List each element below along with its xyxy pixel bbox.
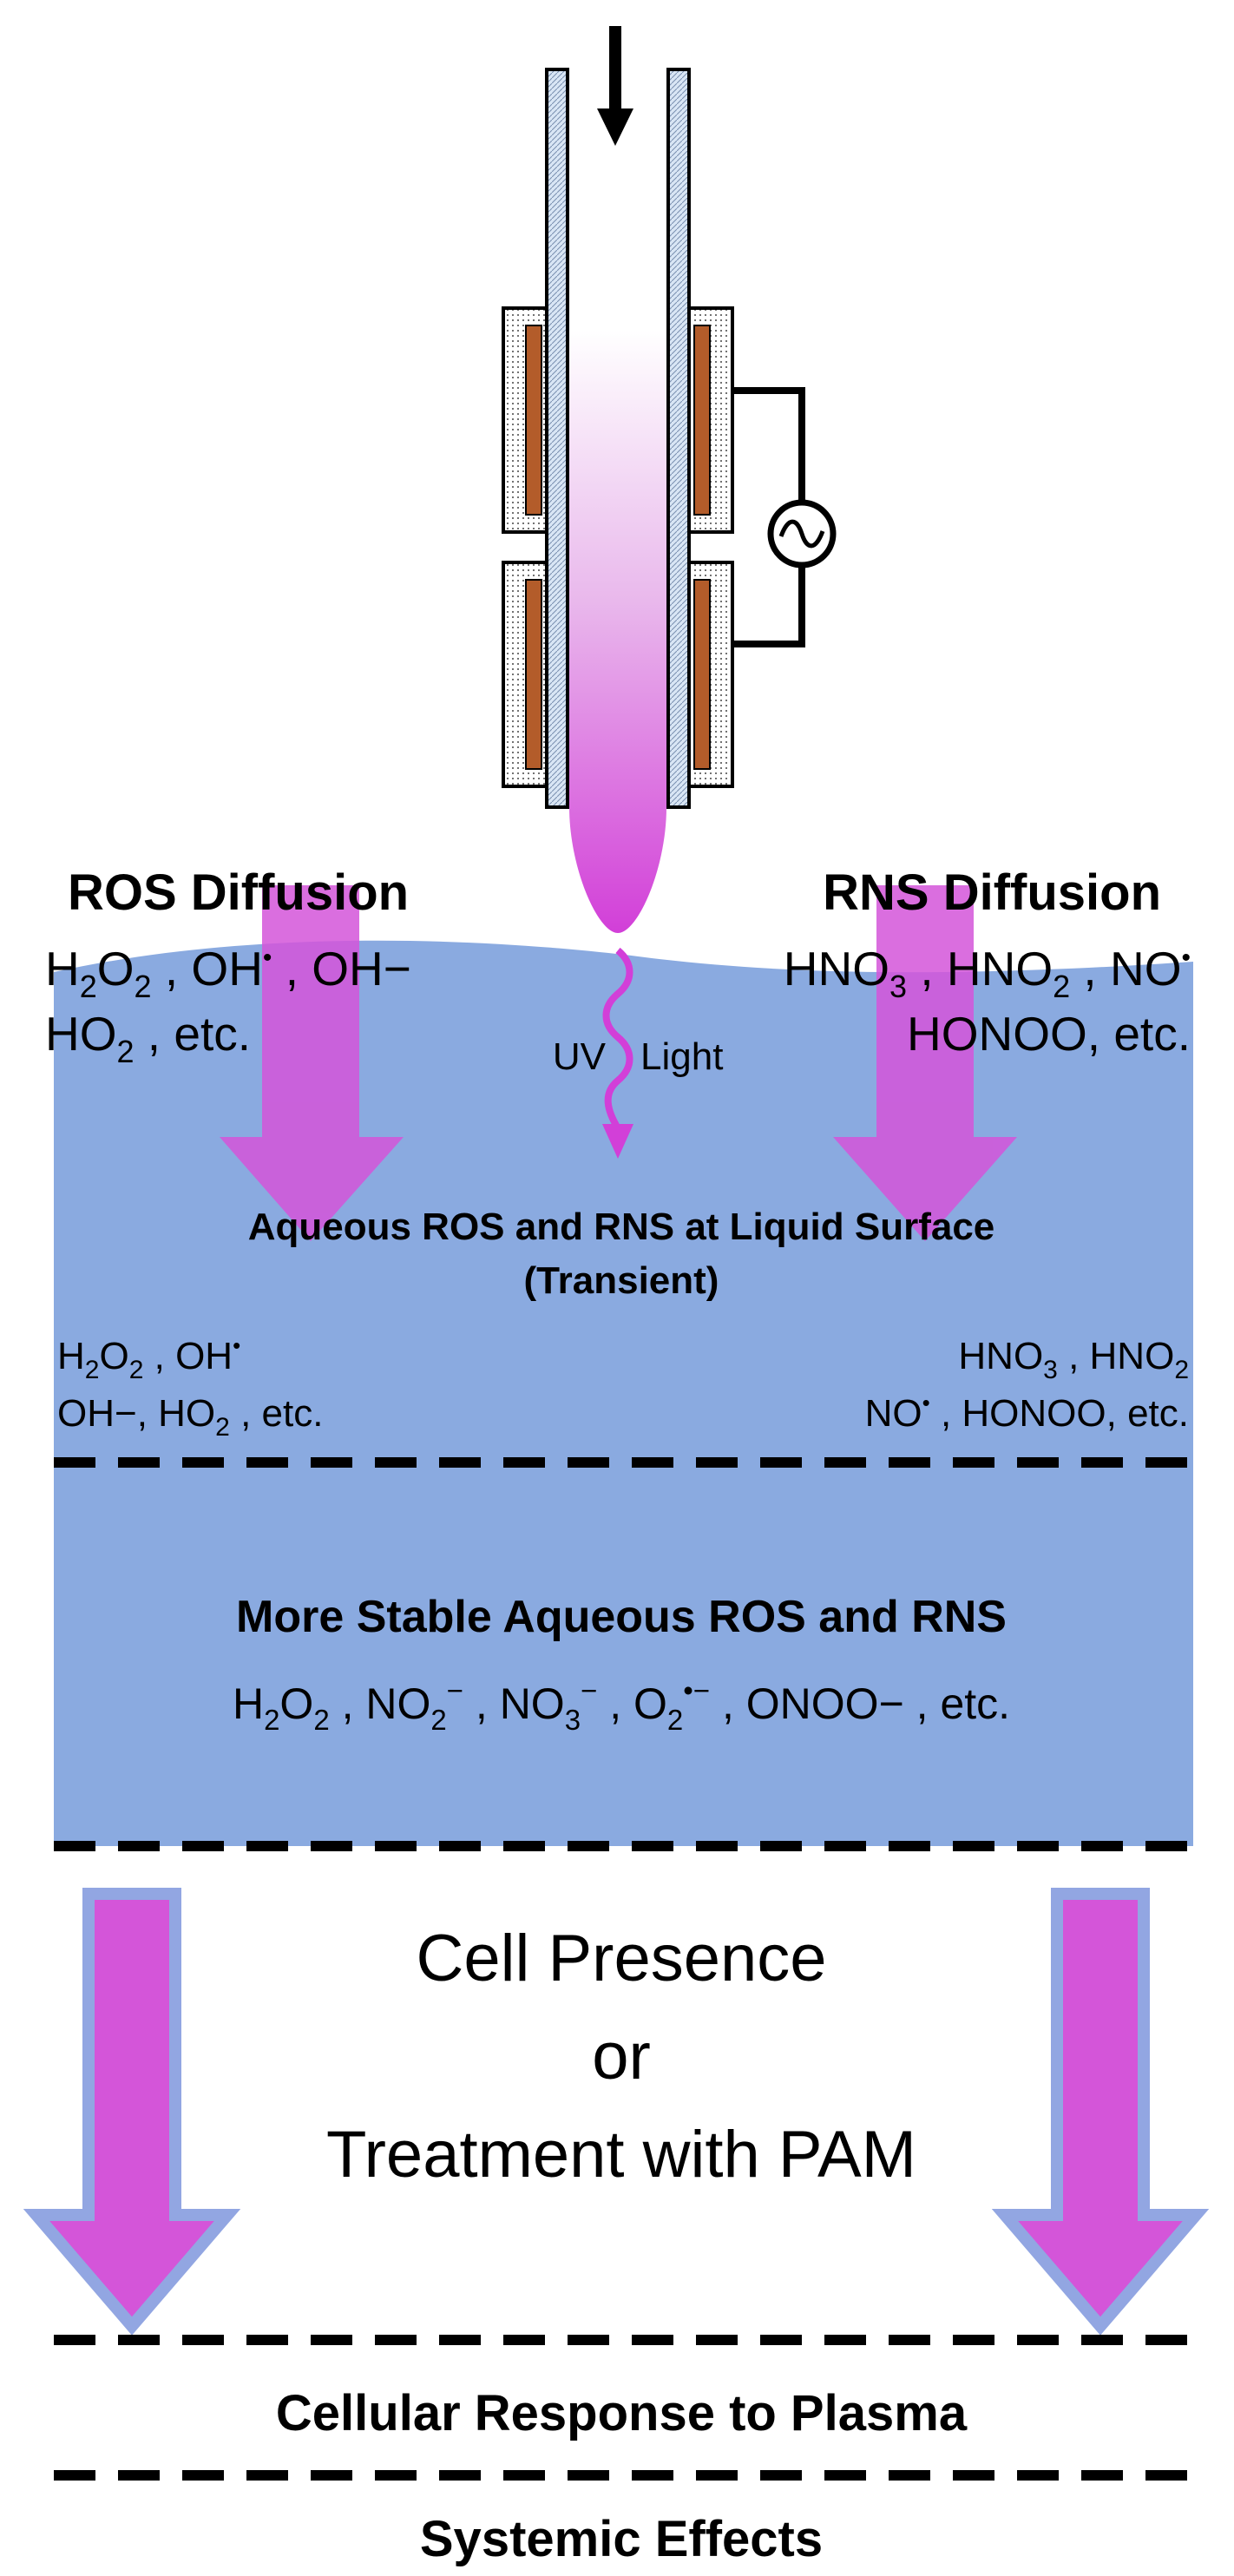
systemic-effects-text: Systemic Effects [420, 2511, 823, 2567]
tube-wall-left [545, 68, 569, 809]
surface-subtitle: (Transient) [524, 1259, 719, 1302]
circuit-wire [732, 387, 805, 503]
rns-diffusion-arrow [833, 885, 1017, 1241]
or-text: or [592, 2020, 651, 2093]
ros-species-line-2: HO2 , etc. [45, 1007, 251, 1069]
surface-ros-line-2: OH−, HO2 , etc. [57, 1392, 323, 1442]
ros-diffusion-title: ROS Diffusion [68, 864, 409, 921]
surface-rns-line-2: NO• , HONOO, etc. [865, 1390, 1189, 1435]
treatment-pam-text: Treatment with PAM [326, 2118, 916, 2192]
ros-diffusion-arrow [220, 885, 404, 1241]
electrode-left-bottom [525, 579, 542, 770]
light-label: Light [640, 1035, 723, 1078]
tube-wall-right [666, 68, 691, 809]
uv-label: UV [553, 1035, 607, 1078]
rns-species-line-2: HONOO, etc. [907, 1007, 1191, 1061]
plasma-plume [569, 330, 666, 933]
rns-species-line-1: HNO3 , HNO2 , NO• [784, 942, 1191, 1004]
surface-rns-line-1: HNO3 , HNO2 [958, 1335, 1189, 1384]
stable-species: H2O2 , NO2− , NO3− , O2•− , ONOO− , etc. [233, 1674, 1010, 1736]
stable-title: More Stable Aqueous ROS and RNS [236, 1592, 1007, 1642]
ac-source-icon [767, 499, 837, 568]
ros-species-line-1: H2O2 , OH• , OH− [45, 942, 411, 1004]
cell-presence-text: Cell Presence [416, 1922, 826, 1995]
circuit-wire-lower [732, 564, 805, 647]
cellular-response-text: Cellular Response to Plasma [276, 2385, 968, 2441]
uv-light-arrow [602, 947, 633, 1159]
electrode-right-bottom [693, 579, 711, 770]
gas-inflow-arrow [597, 26, 633, 146]
surface-ros-line-1: H2O2 , OH• [57, 1332, 240, 1384]
cell-arrow-right [991, 1888, 1210, 2336]
electrode-left-top [525, 325, 542, 516]
cell-arrow-left [23, 1888, 241, 2336]
electrode-right-top [693, 325, 711, 516]
plasma-jet-device [502, 26, 837, 933]
surface-title: Aqueous ROS and RNS at Liquid Surface [248, 1206, 995, 1248]
rns-diffusion-title: RNS Diffusion [823, 864, 1161, 921]
